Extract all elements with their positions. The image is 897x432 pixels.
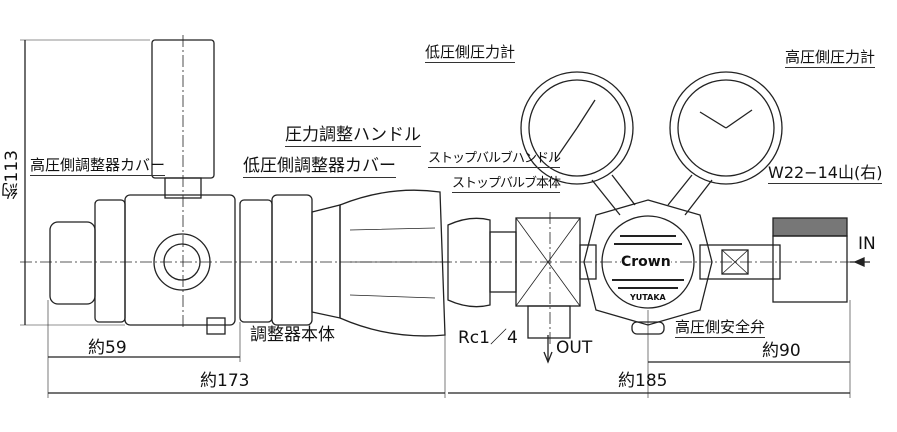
label-rc14: Rc1／4 <box>458 328 518 348</box>
crown-body <box>601 215 695 309</box>
label-in: IN <box>858 234 876 254</box>
front-view <box>440 71 870 398</box>
label-low-cover: 低圧側調整器カバー <box>243 156 396 178</box>
label-regulator-body: 調整器本体 <box>250 325 335 345</box>
dim-173: 約173 <box>200 371 250 391</box>
dim-185: 約185 <box>618 371 668 391</box>
inlet-nut <box>772 217 848 237</box>
label-high-gauge: 高圧側圧力計 <box>785 48 876 68</box>
label-high-cover: 高圧側調整器カバー <box>30 156 166 176</box>
dim-59: 約59 <box>88 338 127 358</box>
label-relief-valve: 高圧側安全弁 <box>675 318 766 338</box>
left-side-view <box>20 35 450 398</box>
high-pressure-gauge <box>669 71 783 185</box>
label-out: OUT <box>556 338 593 358</box>
dim-90: 約90 <box>762 341 801 361</box>
pressure-handle <box>339 189 446 337</box>
dim-height: 約113 <box>2 150 22 200</box>
stop-valve-handle <box>447 217 491 308</box>
low-cover <box>239 199 273 323</box>
regulator-body <box>124 194 236 326</box>
crown-knob <box>153 233 211 291</box>
label-thread: W22−14山(右) <box>768 163 883 184</box>
label-stop-handle: ストップバルブハンドル <box>428 151 561 168</box>
maker-logo: YUTAKA <box>630 293 666 302</box>
label-low-gauge: 低圧側圧力計 <box>425 43 516 63</box>
label-stop-body: ストップバルブ本体 <box>452 176 561 193</box>
brand-logo: Crown <box>621 254 671 270</box>
label-pressure-handle: 圧力調整ハンドル <box>285 125 421 147</box>
low-pressure-gauge <box>520 71 634 185</box>
